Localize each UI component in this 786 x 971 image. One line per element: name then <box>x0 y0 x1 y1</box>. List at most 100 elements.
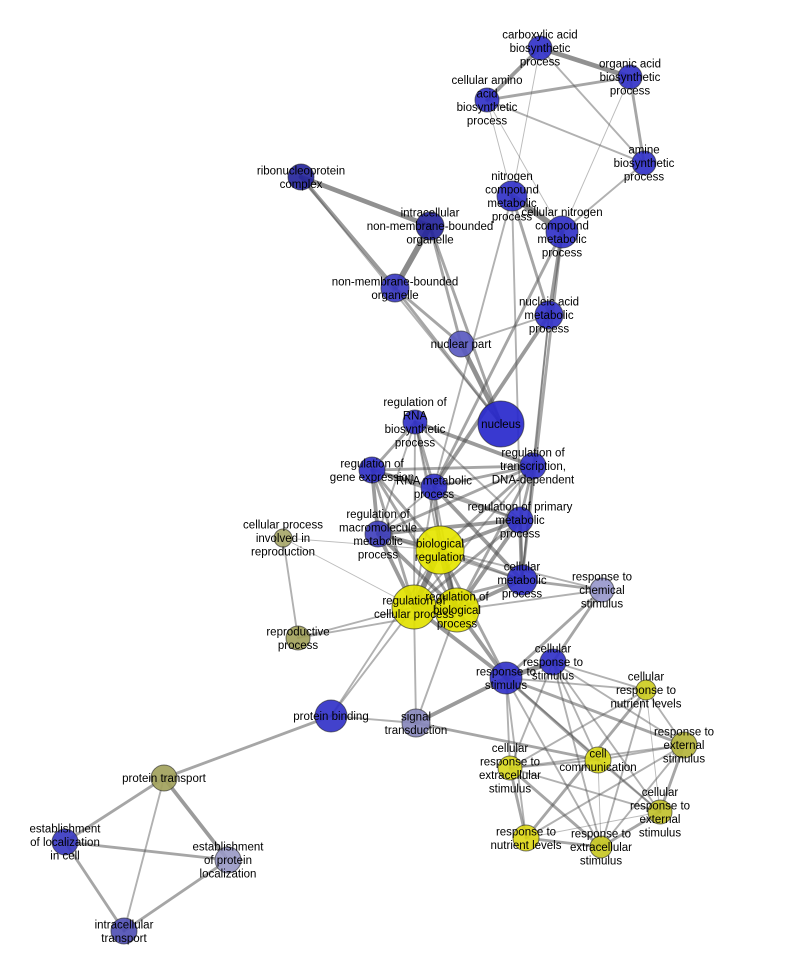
graph-edge <box>509 767 661 813</box>
graph-edge <box>509 661 554 769</box>
graph-edge <box>413 420 535 468</box>
graph-node-regulation-of-biological-process[interactable] <box>434 587 480 633</box>
graph-edge <box>600 689 647 848</box>
graph-node-establishment-of-protein-localization[interactable] <box>214 846 242 874</box>
graph-node-cell-communication[interactable] <box>584 746 612 774</box>
graph-edge <box>414 421 521 521</box>
graph-node-intracellular-non-membrane-bounded-organelle[interactable] <box>415 211 445 241</box>
graph-edge <box>628 75 646 165</box>
graph-edge <box>63 840 126 933</box>
graph-edge <box>63 776 166 844</box>
graph-node-organic-acid-biosynthetic-process[interactable] <box>617 64 643 90</box>
graph-node-cellular-process-involved-in-reproduction[interactable] <box>273 528 293 548</box>
graph-edge <box>432 230 564 489</box>
graph-edge <box>525 811 661 839</box>
graph-node-nitrogen-compound-metabolic-process[interactable] <box>496 180 528 212</box>
graph-edge <box>122 858 230 933</box>
nodes-layer <box>51 35 698 945</box>
graph-node-cellular-metabolic-process[interactable] <box>506 564 538 596</box>
graph-node-cellular-response-to-external-stimulus[interactable] <box>647 799 673 825</box>
graph-edge <box>485 75 632 102</box>
graph-node-establishment-of-localization-in-cell[interactable] <box>51 828 79 856</box>
graph-edge <box>376 518 522 536</box>
graph-edge <box>282 537 299 639</box>
graph-edge <box>551 588 604 664</box>
graph-edge <box>428 224 503 426</box>
graph-edge <box>298 174 433 229</box>
graph-edge <box>511 47 541 197</box>
graph-node-amine-biosynthetic-process[interactable] <box>631 150 657 176</box>
graph-node-reproductive-process[interactable] <box>285 625 311 651</box>
graph-node-regulation-of-primary-metabolic-process[interactable] <box>506 506 534 534</box>
graph-edge <box>460 314 550 345</box>
graph-node-response-to-chemical-stimulus[interactable] <box>589 577 615 603</box>
graph-edge <box>532 314 550 467</box>
graph-edge <box>510 194 551 317</box>
graph-edge <box>370 464 535 472</box>
graph-node-carboxylic-acid-biosynthetic-process[interactable] <box>527 35 553 61</box>
graph-edge <box>123 777 165 932</box>
graph-node-response-to-external-stimulus[interactable] <box>670 731 698 759</box>
graph-node-nucleus[interactable] <box>477 400 525 448</box>
graph-node-biological-regulation[interactable] <box>415 525 465 575</box>
graph-edge <box>413 421 416 608</box>
graph-node-rna-metabolic-process[interactable] <box>420 473 448 501</box>
graph-edge <box>486 99 513 197</box>
graph-edge <box>299 175 397 290</box>
graph-edge <box>456 589 603 611</box>
graph-node-response-to-extracellular-stimulus[interactable] <box>589 835 613 859</box>
graph-node-response-to-stimulus[interactable] <box>489 661 523 695</box>
graph-edge <box>162 714 333 780</box>
graph-node-intracellular-transport[interactable] <box>110 917 138 945</box>
graph-edge <box>552 661 685 746</box>
graph-node-protein-transport[interactable] <box>150 764 178 792</box>
graph-edge <box>63 840 230 862</box>
graph-node-regulation-of-macromolecule-metabolic-process[interactable] <box>364 520 392 548</box>
graph-edge <box>432 313 551 489</box>
graph-node-nucleic-acid-metabolic-process[interactable] <box>534 300 564 330</box>
graph-node-regulation-of-rna-biosynthetic-process[interactable] <box>402 409 428 435</box>
graph-edge <box>432 485 524 582</box>
graph-node-protein-binding[interactable] <box>314 699 348 733</box>
graph-node-non-membrane-bounded-organelle[interactable] <box>380 273 410 303</box>
graph-edge <box>508 766 603 849</box>
graph-edge <box>433 486 521 521</box>
graph-node-ribonucleoprotein-complex[interactable] <box>287 163 315 191</box>
graph-node-signal-transduction[interactable] <box>401 708 431 738</box>
graph-edge <box>505 677 602 848</box>
graph-node-cellular-response-to-stimulus[interactable] <box>539 648 567 676</box>
graph-edge <box>552 661 602 848</box>
graph-node-nuclear-part[interactable] <box>447 330 475 358</box>
graph-edge <box>504 676 600 762</box>
graph-edge <box>414 676 508 725</box>
graph-edge <box>509 759 599 769</box>
graph-node-cellular-amino-acid-biosynthetic-process[interactable] <box>474 87 500 113</box>
graph-edge <box>552 661 647 691</box>
graph-edge <box>370 468 522 522</box>
graph-edge <box>412 518 522 609</box>
graph-edge <box>509 689 647 769</box>
graph-node-cellular-response-to-nutrient-levels[interactable] <box>635 679 657 701</box>
graph-edge <box>600 744 685 848</box>
graph-edge <box>521 314 550 581</box>
graph-node-regulation-of-cellular-process[interactable] <box>391 584 437 630</box>
graph-node-cellular-response-to-extracellular-stimulus[interactable] <box>497 755 523 781</box>
graph-edge <box>505 677 647 691</box>
graph-edge <box>330 606 415 717</box>
graph-edge <box>561 76 631 233</box>
graph-edge <box>504 676 686 747</box>
graph-edge <box>537 45 633 80</box>
graph-edge <box>282 537 415 608</box>
graph-edge <box>330 549 441 717</box>
graph-node-response-to-nutrient-levels[interactable] <box>512 824 540 852</box>
graph-node-cellular-nitrogen-compound-metabolic-process[interactable] <box>545 215 579 249</box>
graph-node-regulation-of-transcription-dna-dependent[interactable] <box>519 452 547 480</box>
edges-layer <box>63 45 686 933</box>
graph-node-regulation-of-gene-expression[interactable] <box>358 456 386 484</box>
graph-edge <box>162 776 230 862</box>
graph-edge <box>645 689 661 813</box>
graph-edge <box>597 759 602 848</box>
graph-edge <box>505 677 661 813</box>
